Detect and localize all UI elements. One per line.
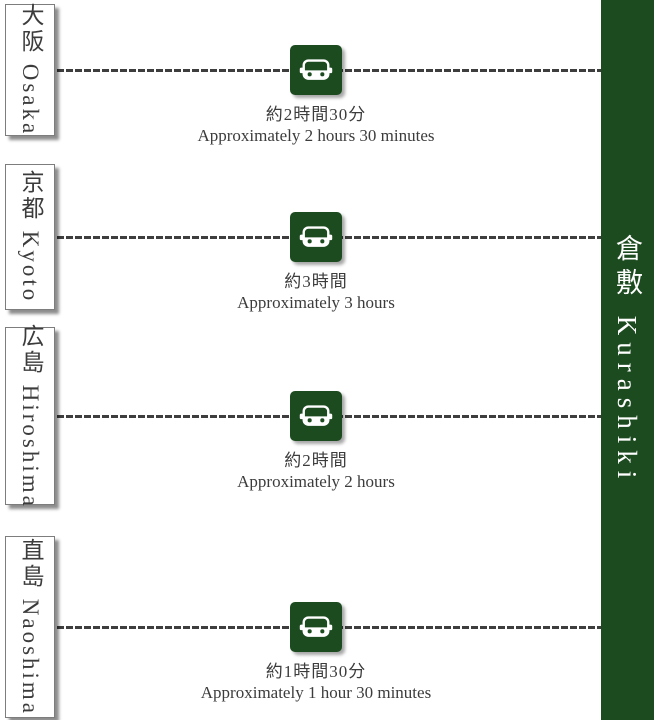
duration-ja: 約2時間30分 [265,105,367,124]
duration-en: Approximately 2 hours [237,472,395,491]
car-icon [290,391,342,441]
duration-osaka: 約2時間30分 Approximately 2 hours 30 minutes [96,104,536,147]
duration-kyoto: 約3時間 Approximately 3 hours [96,271,536,314]
duration-en: Approximately 1 hour 30 minutes [200,683,432,702]
car-icon [290,45,342,95]
city-box-kyoto: 京都 Kyoto [5,164,55,310]
destination-label: 倉敷 Kurashiki [612,234,642,486]
duration-ja: 約1時間30分 [265,662,367,681]
city-box-osaka: 大阪 Osaka [5,3,55,137]
destination-bar-kurashiki: 倉敷 Kurashiki [601,0,654,720]
duration-en: Approximately 3 hours [237,293,395,312]
duration-ja: 約2時間 [284,451,348,470]
city-label-osaka: 大阪 Osaka [18,3,43,137]
city-label-kyoto: 京都 Kyoto [18,170,43,304]
city-label-naoshima: 直島 Naoshima [18,537,43,716]
car-icon [290,212,342,262]
duration-ja: 約3時間 [284,272,348,291]
duration-en: Approximately 2 hours 30 minutes [197,126,435,145]
city-box-hiroshima: 広島 Hiroshima [5,324,55,508]
duration-hiroshima: 約2時間 Approximately 2 hours [96,450,536,493]
city-label-hiroshima: 広島 Hiroshima [18,323,43,509]
car-icon [290,602,342,652]
duration-naoshima: 約1時間30分 Approximately 1 hour 30 minutes [96,661,536,704]
city-box-naoshima: 直島 Naoshima [5,536,55,718]
